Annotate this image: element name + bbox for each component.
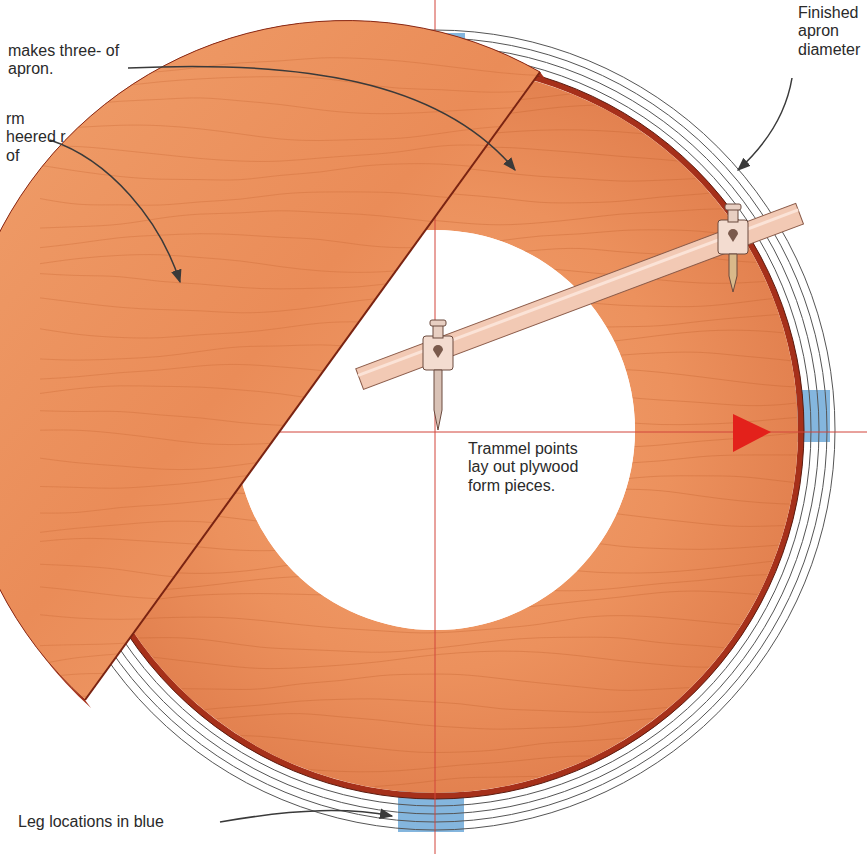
grain-line <box>40 498 560 515</box>
leader-lines <box>50 66 792 822</box>
grain-line <box>40 58 560 76</box>
grain-line <box>40 77 560 92</box>
grain-line <box>40 234 560 248</box>
grain-line <box>60 713 820 729</box>
grain-line <box>40 385 560 401</box>
grain-line <box>40 521 560 536</box>
grain-line <box>40 345 560 361</box>
grain-line <box>40 211 560 228</box>
grain-line <box>40 364 560 380</box>
grain-line <box>40 583 560 600</box>
callout-label: Finished apron diameter <box>798 4 864 59</box>
grain-line <box>60 696 820 712</box>
grain-line <box>40 696 560 712</box>
grain-line <box>40 672 560 689</box>
piece-edge <box>0 21 546 708</box>
grain-line <box>40 564 560 580</box>
grain-line <box>60 637 820 653</box>
grain-line <box>40 297 560 313</box>
grain-line <box>40 409 560 426</box>
trammel <box>356 203 804 430</box>
grain-line <box>60 735 820 753</box>
grain-line <box>60 775 820 792</box>
alignment-mark <box>733 414 771 452</box>
grain-line <box>60 651 820 669</box>
callout-label: Trammel points lay out plywood form piec… <box>468 440 588 495</box>
grain-line <box>40 192 560 208</box>
grain-line <box>40 255 560 273</box>
grain-line <box>40 649 560 665</box>
callout-label: rm heered r of <box>6 110 68 165</box>
grain-line <box>60 756 820 772</box>
grain-line <box>40 607 560 621</box>
callout-label: Leg locations in blue <box>18 813 218 831</box>
grain-line <box>40 274 560 289</box>
grain-line <box>40 164 560 180</box>
grain-line <box>40 538 560 554</box>
wood-grain <box>40 58 560 712</box>
grain-line <box>60 674 820 690</box>
piece-cut-edge <box>85 72 540 700</box>
callout-label: makes three- of apron. <box>8 42 128 79</box>
grain-line <box>40 632 560 647</box>
grain-line <box>40 98 560 114</box>
